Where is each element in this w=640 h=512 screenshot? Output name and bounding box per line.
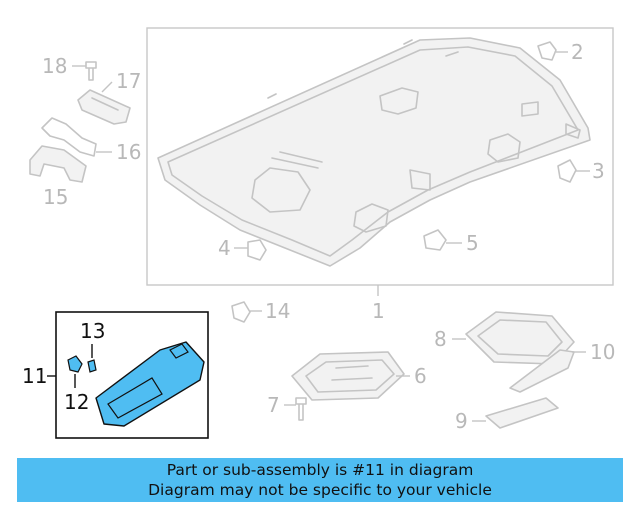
callout-7: 7 (267, 393, 280, 417)
banner-line-1: Part or sub-assembly is #11 in diagram (166, 461, 474, 479)
parts-diagram: 1 2 3 4 5 6 7 8 10 (22, 27, 615, 439)
callout-1: 1 (372, 299, 385, 323)
screw-part-18[interactable] (85, 61, 97, 81)
clip-part-5[interactable] (423, 229, 447, 251)
clip-part-12[interactable] (67, 355, 83, 373)
bracket-part-10[interactable] (509, 349, 575, 393)
callout-4: 4 (218, 236, 231, 260)
callout-18: 18 (42, 54, 67, 78)
lamp-housing-part-6[interactable] (291, 351, 405, 401)
bracket-part-17[interactable] (77, 89, 131, 125)
console-part-8[interactable] (465, 311, 575, 365)
callout-14: 14 (265, 299, 290, 323)
callout-5: 5 (466, 231, 479, 255)
callout-6: 6 (414, 364, 427, 388)
clip-part-2[interactable] (537, 41, 557, 61)
callout-2: 2 (571, 40, 584, 64)
callout-16: 16 (116, 140, 141, 164)
info-banner: Part or sub-assembly is #11 in diagram D… (17, 458, 623, 502)
callout-11: 11 (22, 364, 47, 388)
callout-13: 13 (80, 319, 105, 343)
callout-12: 12 (64, 390, 89, 414)
callout-8: 8 (434, 327, 447, 351)
clip-part-14[interactable] (231, 301, 251, 323)
clip-part-3[interactable] (557, 159, 577, 183)
callout-15: 15 (43, 185, 68, 209)
callout-17: 17 (116, 69, 141, 93)
callout-3: 3 (592, 159, 605, 183)
screw-part-7[interactable] (295, 397, 307, 421)
headliner-part[interactable] (157, 37, 591, 267)
callout-9: 9 (455, 409, 468, 433)
clip-part-13[interactable] (87, 359, 97, 373)
banner-line-2: Diagram may not be specific to your vehi… (148, 481, 492, 499)
grab-handle-part-15[interactable] (29, 145, 87, 183)
callout-10: 10 (590, 340, 615, 364)
lens-part-9[interactable] (485, 397, 559, 429)
sun-visor-part-11[interactable] (95, 341, 205, 427)
clip-part-16[interactable] (41, 117, 97, 157)
clip-part-4[interactable] (247, 239, 267, 261)
headliner-frame (146, 27, 614, 286)
